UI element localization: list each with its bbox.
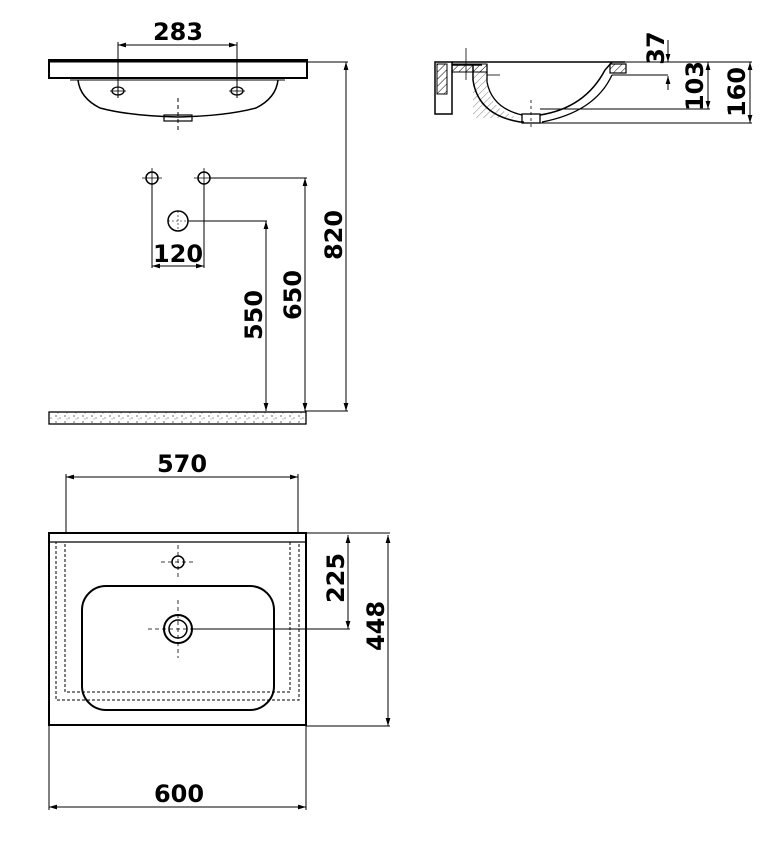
bowl-outline — [77, 79, 279, 118]
dim-820: 820 — [320, 210, 348, 260]
floor-hatch — [48, 411, 307, 425]
dim-570: 570 — [157, 450, 207, 478]
dim-160: 160 — [723, 67, 751, 117]
dim-283: 283 — [153, 18, 203, 46]
basin-top-slab — [48, 59, 308, 79]
dim-103: 103 — [681, 61, 709, 111]
dim-650: 650 — [279, 270, 307, 320]
dim-550: 550 — [240, 290, 268, 340]
front-elevation-view — [48, 42, 349, 425]
side-section-view — [434, 40, 753, 130]
dim-600: 600 — [154, 780, 204, 808]
dim-225: 225 — [322, 553, 350, 603]
plan-view — [48, 474, 391, 810]
dim-120: 120 — [153, 240, 203, 268]
dim-37: 37 — [642, 31, 670, 64]
dim-448: 448 — [362, 601, 390, 651]
